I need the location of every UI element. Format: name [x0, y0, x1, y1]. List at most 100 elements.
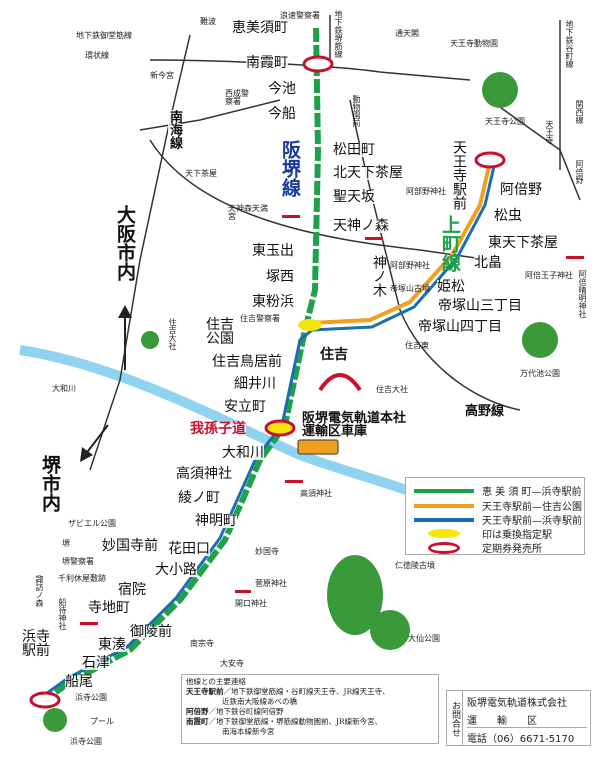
legend-l3: 天王寺駅前—浜寺駅前: [482, 516, 582, 527]
label-sakai: 堺: [62, 539, 70, 548]
transfer-symbol: [428, 529, 460, 538]
station-matsumushi[interactable]: 松虫: [494, 208, 522, 224]
label-sumiyoshi-police: 住吉警察署: [240, 314, 280, 323]
legend-swatch-orange: [414, 503, 474, 508]
label-seimei: 阿倍晴明神社: [578, 270, 587, 318]
station-kitatengachaya[interactable]: 北天下茶屋: [333, 165, 403, 181]
station-hosoigawa[interactable]: 細井川: [234, 376, 276, 392]
contact-phone[interactable]: 電話（06）6671-5170: [467, 734, 575, 745]
contact-company: 阪堺電気軌道株式会社: [467, 698, 567, 709]
station-tsukanishi[interactable]: 塚西: [266, 269, 294, 285]
street-line: [149, 139, 491, 261]
label-tenjinnomori: 天神森天満宮: [228, 204, 268, 221]
station-myokokujimae[interactable]: 妙国寺前: [102, 538, 158, 554]
label-kaiguchi: 開口神社: [235, 599, 267, 608]
station-higashitengachaya[interactable]: 東天下茶屋: [488, 235, 558, 251]
area-osaka: 大阪市内: [114, 205, 136, 281]
station-sumiyoshitoriimae[interactable]: 住吉鳥居前: [212, 354, 282, 370]
station-oshoji[interactable]: 大小路: [155, 562, 197, 578]
label-daisen: 大仙公園: [408, 634, 440, 643]
label-sen-no-rikyu: 千利休屋敷跡: [58, 574, 106, 583]
transfer-sumiyoshi: [298, 319, 322, 331]
uemachi-line-orange: [309, 161, 492, 325]
station-abikomichi[interactable]: 我孫子道: [190, 421, 246, 437]
station-imafune[interactable]: 今船: [268, 106, 296, 122]
label-sumiyoshi-taisha: 住吉大社: [376, 385, 408, 394]
label-suwanomori: 諏訪ノ森: [35, 575, 44, 607]
station-shinmeicho[interactable]: 神明町: [195, 513, 237, 529]
label-kansai: 関西線: [575, 100, 584, 124]
arrow-north-head: [118, 305, 132, 318]
station-ishizu[interactable]: 石津: [82, 655, 110, 671]
station-matsudacho[interactable]: 松田町: [333, 142, 375, 158]
station-ayanocho[interactable]: 綾ノ町: [178, 490, 220, 506]
label-nankai: 南海線: [167, 110, 182, 149]
station-shukuin[interactable]: 宿院: [118, 582, 146, 598]
station-higashitamade[interactable]: 東玉出: [252, 243, 294, 259]
label-sumiyoshi-taisha-2: 住吉大社: [168, 318, 177, 350]
station-sumiyoshikoen[interactable]: 住吉公園: [206, 318, 238, 346]
label-zoo: 天王寺動物園: [450, 39, 498, 48]
station-tezukayama3[interactable]: 帝塚山三丁目: [438, 298, 522, 314]
legend-swatch-green: [414, 488, 474, 493]
station-ebisucho[interactable]: 恵美須町: [232, 20, 288, 36]
label-nanshuji: 南宗寺: [190, 639, 214, 648]
station-minamikasumicho[interactable]: 南霞町: [246, 55, 288, 71]
legend-swatch-blue: [414, 517, 474, 522]
station-abeno[interactable]: 阿倍野: [500, 182, 542, 198]
label-tezukayama-kofun: 帝塚山古墳: [390, 284, 430, 293]
ticket-office-hamadera: [29, 691, 61, 709]
station-imaike[interactable]: 今池: [268, 81, 296, 97]
label-funao-shrine: 船待神社: [58, 598, 67, 630]
label-nanba: 難波: [200, 17, 216, 26]
contact-dept: 運 輸 区: [467, 712, 587, 728]
station-takasujinja[interactable]: 高須神社: [176, 466, 232, 482]
kansai-line: [489, 99, 581, 201]
label-daianji: 大安寺: [220, 659, 244, 668]
legend-l1: 恵 美 須 町—浜寺駅前: [482, 487, 582, 498]
tram-icon: [297, 439, 339, 455]
label-sugawara: 菅原神社: [255, 579, 287, 588]
label-hankai: 阪堺線: [279, 140, 301, 197]
label-kanjo: 環状線: [85, 51, 109, 60]
label-myokokuji: 妙国寺: [255, 547, 279, 556]
arrow-south: [84, 424, 109, 456]
arrow-south-head: [80, 447, 93, 462]
label-sakaisuji: 地下鉄堺筋線: [334, 10, 343, 58]
label-takasu: 高須神社: [300, 489, 332, 498]
station-sumiyoshi[interactable]: 住吉: [320, 347, 348, 363]
area-sakai: 堺市内: [39, 455, 61, 512]
legend-ticket: 定期券発売所: [482, 544, 542, 555]
label-oji: 阿倍王子神社: [525, 271, 573, 280]
station-terajicho[interactable]: 寺地町: [88, 600, 130, 616]
station-shotenzaka[interactable]: 聖天坂: [333, 189, 375, 205]
station-yamatogawa[interactable]: 大和川: [222, 445, 264, 461]
station-hamaderaekimae[interactable]: 浜寺駅前: [22, 629, 52, 659]
station-funao[interactable]: 船尾: [65, 674, 93, 690]
hankai-line: [43, 27, 322, 703]
label-koya: 高野線: [465, 404, 505, 419]
station-goryomae[interactable]: 御陵前: [130, 624, 172, 640]
label-nintoku: 仁徳陵古墳: [395, 561, 435, 570]
notes-text-1b: 近鉄南大阪線あべの橋: [222, 697, 297, 706]
station-tezukayama4[interactable]: 帝塚山四丁目: [418, 319, 502, 335]
ticket-office-abikomichi: [264, 419, 296, 437]
station-tennojiekimae[interactable]: 天王寺駅前: [451, 140, 467, 210]
legend-l2: 天王寺駅前—住吉公園: [482, 502, 582, 513]
connections-box: 他線との主要連絡 天王寺駅前／地下鉄御堂筋線・谷町線天王寺、JR線天王寺、 近鉄…: [181, 674, 439, 744]
station-anryucho[interactable]: 安立町: [224, 399, 266, 415]
notes-title: 他線との主要連絡: [186, 677, 246, 686]
label-hamadera-park-2: 浜寺公園: [70, 737, 102, 746]
station-himematsu[interactable]: 姫松: [437, 279, 465, 295]
label-zabiel: ザビエル公園: [68, 519, 116, 528]
station-tenjinnomori[interactable]: 天神ノ森: [333, 218, 389, 234]
station-higashiminato[interactable]: 東湊: [98, 637, 126, 653]
notes-station-2: 阿倍野: [186, 707, 209, 716]
label-abeno-jr: 阿倍野: [575, 160, 584, 184]
legend-transfer: 印は乗換指定駅: [482, 530, 552, 541]
station-hanadaguchi[interactable]: 花田口: [168, 541, 210, 557]
station-kaminoki[interactable]: 神ノ木: [371, 255, 387, 297]
label-nishinari-police: 西成警察署: [225, 89, 249, 106]
station-higashikohama[interactable]: 東粉浜: [252, 294, 294, 310]
station-kitabatake[interactable]: 北畠: [474, 255, 502, 271]
